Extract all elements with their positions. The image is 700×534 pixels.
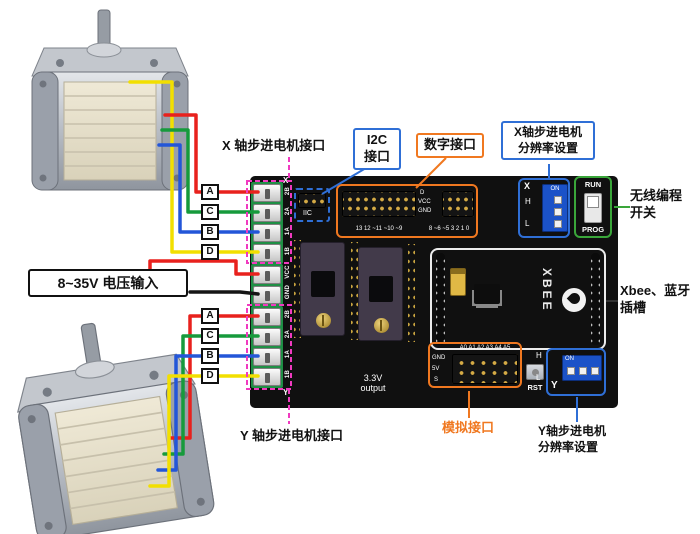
dip-x-on-label: ON — [550, 186, 560, 192]
dip-toggle[interactable] — [567, 367, 575, 375]
run-prog-slide-switch[interactable] — [584, 193, 602, 223]
power-terminal-block[interactable] — [251, 264, 283, 306]
run-prog-switch-outline: RUN PROG — [574, 176, 612, 238]
screw-terminal[interactable] — [253, 368, 281, 386]
output-3v3-silkscreen: 3.3V output — [360, 373, 386, 393]
via-strip — [351, 242, 358, 340]
dip-x-axis-label: X — [524, 181, 531, 191]
analog-row-label-s: S — [434, 377, 439, 383]
screw-terminal[interactable] — [253, 286, 281, 304]
stepper-driver-shield-board: X 2B 2A 1A 1B VCC GND 2B 2A 1A 1B Y IIC … — [250, 176, 618, 408]
prog-label: PROG — [581, 225, 605, 234]
wire-tag-x-d: D — [201, 244, 219, 260]
terminal-label: 1B — [285, 369, 291, 379]
dip-toggle[interactable] — [591, 367, 599, 375]
reset-button[interactable] — [526, 364, 544, 380]
screw-terminal[interactable] — [253, 244, 281, 262]
wire-tag-x-c: C — [201, 204, 219, 220]
digital-header-outline: D VCC GND 13 12 ~11 ~10 ~9 8 ~6 ~5 3 2 1… — [336, 184, 478, 238]
digital-pin-header-right[interactable] — [442, 191, 474, 217]
wire-tag-y-b: B — [201, 348, 219, 364]
i2c-pin-header[interactable] — [298, 193, 326, 208]
wireless-switch-label: 无线编程 开关 — [630, 188, 683, 220]
dip-toggle[interactable] — [579, 367, 587, 375]
dip-y-high-label: H — [536, 351, 542, 360]
y-resolution-label: Y轴步进电机 分辨率设置 — [538, 424, 607, 454]
dip-toggle[interactable] — [554, 208, 562, 216]
current-trim-pot[interactable] — [316, 313, 331, 328]
via-strip — [408, 244, 415, 342]
analog-pin-header[interactable] — [452, 354, 518, 384]
stepper-motor-y — [16, 322, 215, 534]
terminal-label: GND — [285, 284, 291, 300]
y-resolution-dip-outline: ON Y — [546, 348, 606, 396]
digital-row-label-vcc: VCC — [418, 199, 431, 205]
driver-chip — [369, 276, 393, 302]
dip-toggle[interactable] — [554, 220, 562, 228]
switch-knob[interactable] — [587, 196, 599, 208]
driver-module-y — [358, 247, 403, 341]
wire-x-d — [128, 80, 260, 254]
xbee-silkscreen: XBEE — [540, 268, 554, 313]
screw-terminal[interactable] — [253, 266, 281, 284]
screw-terminal[interactable] — [253, 184, 281, 202]
capacitor — [450, 268, 466, 296]
screw-terminal[interactable] — [253, 204, 281, 222]
y-motor-terminal-block[interactable] — [251, 306, 283, 388]
dip-x-high-label: H — [525, 197, 531, 206]
wire-tag-x-b: B — [201, 224, 219, 240]
xbee-socket-left[interactable] — [436, 253, 445, 345]
digital-row-label-gnd: GND — [418, 208, 432, 214]
wire-tag-y-a: A — [201, 308, 219, 324]
via-strip — [294, 240, 301, 338]
wire-tag-x-a: A — [201, 184, 219, 200]
driver-chip — [311, 271, 335, 297]
xbee-slot-label: Xbee、蓝牙 插槽 — [620, 283, 691, 315]
screw-terminal[interactable] — [253, 348, 281, 366]
analog-pin-numbers: A0 A1 A2 A3 A4 A5 — [459, 345, 511, 351]
dfrobot-logo-icon — [562, 288, 586, 312]
dip-y-axis-label: Y — [551, 380, 558, 391]
x-resolution-label: X轴步进电机 分辨率设置 — [501, 121, 595, 161]
run-label: RUN — [584, 180, 602, 189]
dip-x-low-label: L — [525, 219, 530, 228]
i2c-interface-label: I2C 接口 — [353, 128, 401, 170]
current-trim-pot[interactable] — [374, 318, 389, 333]
analog-row-label-gnd: GND — [432, 355, 446, 361]
y-dip-switch[interactable]: ON — [562, 355, 602, 381]
y-motor-interface-label: Y 轴步进电机接口 — [240, 428, 344, 443]
rst-silkscreen: RST — [527, 383, 543, 392]
digital-pin-numbers-left: 13 12 ~11 ~10 ~9 — [355, 226, 403, 232]
iic-silkscreen: IIC — [303, 210, 312, 217]
digital-pin-header-left[interactable] — [342, 191, 416, 217]
screw-terminal[interactable] — [253, 224, 281, 242]
y-axis-silkscreen: Y — [283, 388, 289, 397]
analog-row-label-5v: 5V — [432, 366, 440, 372]
x-dip-switch[interactable]: ON — [542, 184, 568, 232]
screw-terminal[interactable] — [253, 308, 281, 326]
stepper-motor-x — [31, 9, 189, 191]
x-motor-terminal-block[interactable] — [251, 182, 283, 264]
dip-toggle[interactable] — [554, 196, 562, 204]
dip-y-low-label: L — [536, 373, 541, 382]
wire-tag-y-c: C — [201, 328, 219, 344]
power-input-label: 8~35V 电压输入 — [28, 269, 188, 298]
x-motor-interface-label: X 轴步进电机接口 — [222, 138, 326, 153]
xbee-socket-outline: XBEE — [430, 248, 606, 350]
digital-interface-label: 数字接口 — [416, 133, 485, 158]
analog-header-outline: A0 A1 A2 A3 A4 A5 GND 5V S — [428, 342, 522, 388]
analog-interface-label: 模拟接口 — [442, 420, 495, 435]
driver-module-x — [300, 242, 345, 336]
x-resolution-dip-outline: X H L ON — [518, 178, 570, 238]
dip-y-on-label: ON — [565, 356, 574, 362]
screw-terminal[interactable] — [253, 328, 281, 346]
digital-row-label-d: D — [420, 190, 425, 196]
i2c-header-outline: IIC — [294, 188, 330, 222]
xbee-socket-right[interactable] — [591, 253, 600, 345]
regulator-chip — [474, 284, 500, 304]
wire-power-negative — [188, 290, 260, 296]
digital-pin-numbers-right: 8 ~6 ~5 3 2 1 0 — [428, 226, 470, 232]
wire-tag-y-d: D — [201, 368, 219, 384]
